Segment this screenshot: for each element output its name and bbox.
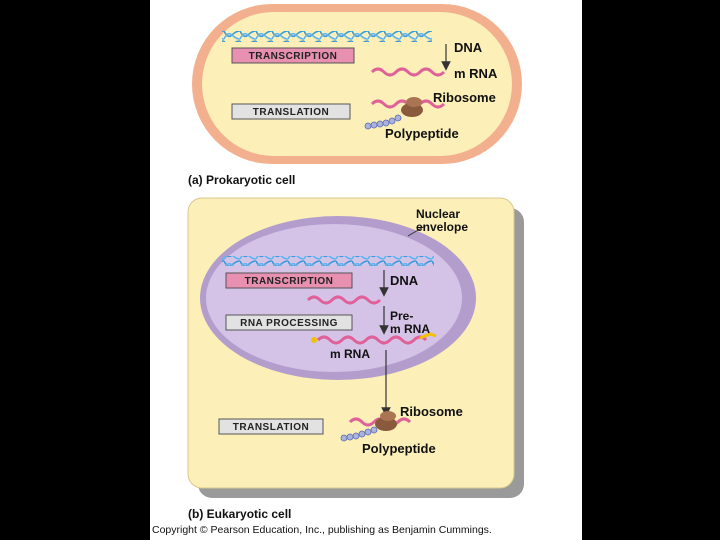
ribosome [375, 411, 397, 431]
pre-mrna-label-line1: Pre- [390, 309, 413, 323]
transcription-label: TRANSCRIPTION [249, 51, 338, 62]
pre-mrna-label-line2: m RNA [390, 322, 430, 336]
translation-box-prokaryote: TRANSLATION [231, 103, 351, 120]
mrna-strand [370, 67, 446, 77]
caption-a: (a) Prokaryotic cell [188, 173, 295, 187]
copyright-notice: Copyright © Pearson Education, Inc., pub… [152, 524, 492, 536]
translation-label: TRANSLATION [253, 107, 329, 118]
ribosome-label: Ribosome [400, 404, 463, 419]
dna-helix [222, 31, 432, 42]
mrna-label: m RNA [454, 66, 498, 81]
ribosome [401, 97, 423, 117]
mrna-strand [316, 335, 428, 345]
translation-box-eukaryote: TRANSLATION [218, 418, 324, 435]
dna-helix [222, 256, 434, 266]
transcription-box-prokaryote: TRANSCRIPTION [231, 47, 355, 64]
eukaryotic-cell: TRANSCRIPTION RNA PROCESSING TRANSLATION… [187, 197, 524, 498]
transcription-label: TRANSCRIPTION [245, 276, 334, 287]
dna-label: DNA [390, 273, 419, 288]
polypeptide-label: Polypeptide [362, 441, 436, 456]
transcription-box-eukaryote: TRANSCRIPTION [225, 272, 353, 289]
poly-a-tail [419, 332, 437, 340]
ribosome-label: Ribosome [433, 90, 496, 105]
nuclear-envelope-pointer [407, 225, 426, 237]
translation-label: TRANSLATION [233, 422, 309, 433]
pre-mrna-strand [306, 295, 382, 305]
caption-b: (b) Eukaryotic cell [188, 507, 291, 521]
rna-processing-box: RNA PROCESSING [225, 314, 353, 331]
prokaryotic-cell: TRANSCRIPTION TRANSLATION DNA m RNA Ribo… [192, 4, 522, 164]
polypeptide-label: Polypeptide [385, 126, 459, 141]
polypeptide-chain [340, 426, 378, 442]
mrna-label: m RNA [330, 347, 370, 361]
dna-label: DNA [454, 40, 483, 55]
nuclear-envelope-label-line2: envelope [416, 220, 468, 234]
nuclear-envelope-label-line1: Nuclear [416, 207, 460, 221]
five-prime-cap [311, 337, 317, 343]
rna-processing-label: RNA PROCESSING [240, 318, 338, 329]
polypeptide-chain [364, 114, 402, 130]
